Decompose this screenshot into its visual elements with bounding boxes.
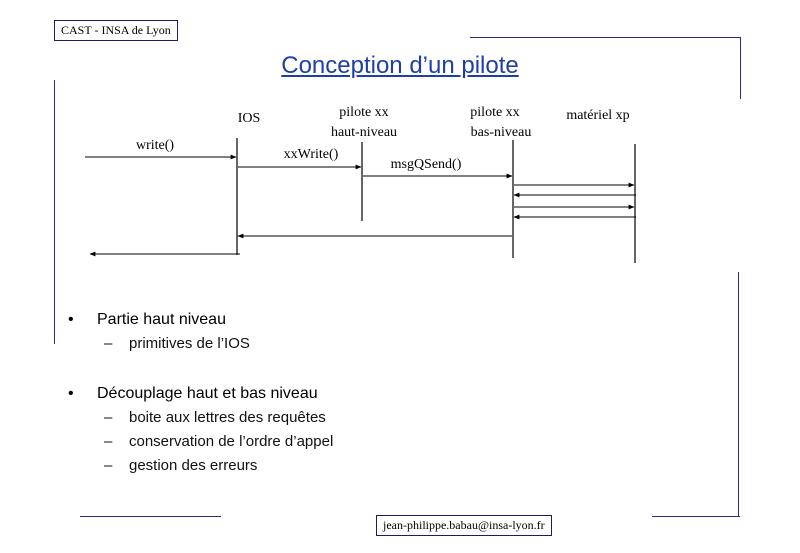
dash-icon: – [104,409,113,426]
sub-bullet-item: –boite aux lettres des requêtes [68,406,668,430]
bullet-dot-icon: • [68,385,74,402]
message-label-msgqsend: msgQSend() [391,157,462,172]
footer-email: jean-philippe.babau@insa-lyon.fr [376,515,552,536]
bullet-dot-icon: • [68,311,74,328]
message-label-xxwrite: xxWrite() [284,147,339,162]
lane-label-ios: IOS [238,111,261,126]
bullet-item: • Découplage haut et bas niveau [68,382,668,406]
lane-label-pilote-bas-1: pilote xx [470,105,519,120]
frame-line-right-lower [738,272,739,516]
sub-bullet-text: conservation de l’ordre d’appel [129,433,334,450]
bullet-list: •Partie haut niveau –primitives de l’IOS… [68,308,668,478]
lane-label-pilote-haut-2: haut-niveau [331,125,397,140]
dash-icon: – [104,457,113,474]
lane-label-pilote-haut-1: pilote xx [339,105,388,120]
bullet-text: Découplage haut et bas niveau [97,385,318,402]
frame-line-bottom-left [80,516,221,517]
dash-icon: – [104,433,113,450]
page-title: Conception d’un pilote [281,52,519,79]
header-label: CAST - INSA de Lyon [54,20,178,41]
sub-bullet-item: –primitives de l’IOS [68,332,668,356]
frame-line-left [54,80,55,344]
sub-bullet-text: primitives de l’IOS [129,335,250,352]
lane-label-pilote-bas-2: bas-niveau [471,125,532,140]
message-label-write: write() [136,138,174,153]
frame-line-right-upper [740,37,741,99]
sub-bullet-item: –conservation de l’ordre d’appel [68,430,668,454]
frame-line-bottom-right [652,516,740,517]
sub-bullet-item: –gestion des erreurs [68,454,668,478]
dash-icon: – [104,335,113,352]
frame-line-top [470,37,741,38]
bullet-item: • Partie haut niveau [68,308,668,332]
sub-bullet-text: gestion des erreurs [129,457,258,474]
bullet-text: Partie haut niveau [97,311,226,328]
lane-label-materiel: matériel xp [566,108,629,123]
sequence-diagram: IOS pilote xx haut-niveau pilote xx bas-… [85,105,636,263]
sub-bullet-text: boite aux lettres des requêtes [129,409,326,426]
